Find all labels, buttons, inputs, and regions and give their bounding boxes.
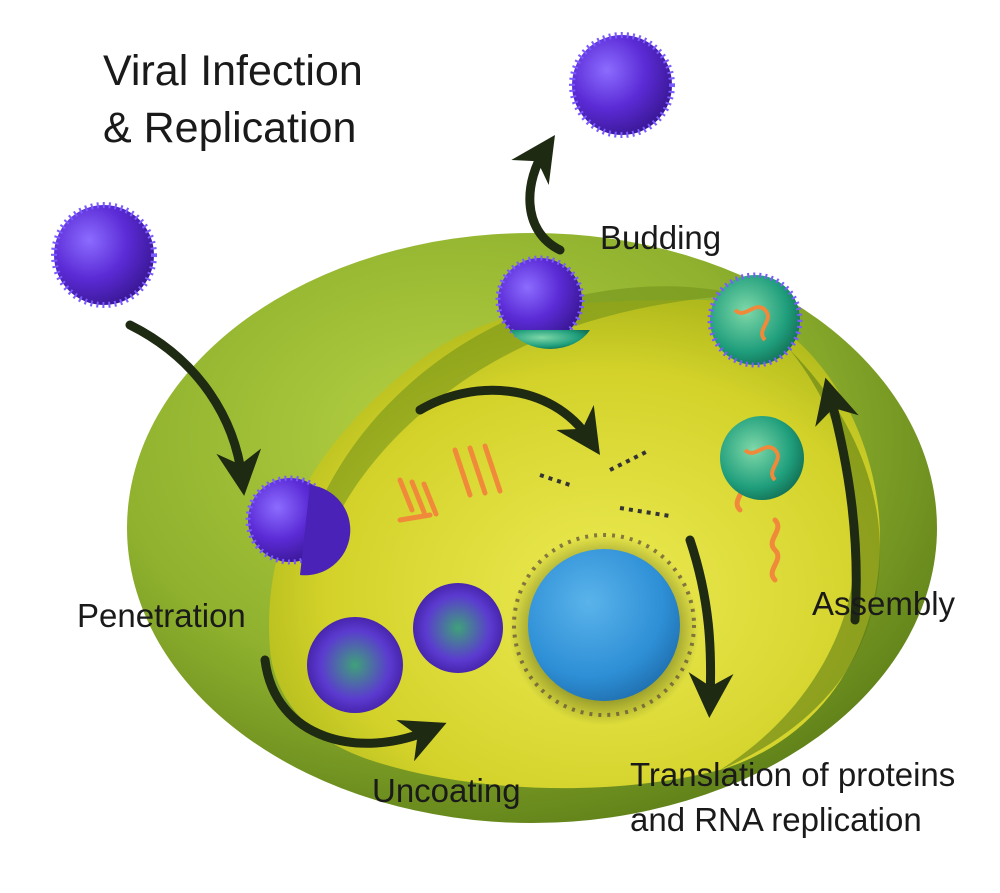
process-arrows: [125, 135, 861, 762]
process-arrow-icon: [685, 535, 734, 718]
virus-particle-icon: [495, 255, 590, 349]
stage-label-penetration: Penetration: [77, 597, 246, 634]
diagram-title-line-1: Viral Infection: [103, 47, 363, 95]
stage-label-uncoating: Uncoating: [372, 772, 521, 809]
process-arrow-icon: [125, 320, 262, 496]
virus-particle-icon: [245, 475, 351, 576]
stage-label-budding: Budding: [600, 219, 722, 256]
process-arrow-icon: [260, 655, 447, 762]
capsid-icon: [307, 617, 403, 713]
process-arrow-icon: [511, 135, 565, 255]
nucleus-icon: [509, 533, 699, 725]
rna-fragments: [539, 448, 671, 518]
process-arrow-icon: [415, 385, 600, 455]
stage-label-assembly: Assembly: [812, 585, 956, 622]
capsid-icon: [707, 272, 803, 368]
virus-particle-icon: [569, 32, 675, 138]
capsid-icon: [720, 416, 804, 500]
virus-particle-icon: [51, 202, 157, 308]
stage-label-translation: Translation of proteins and RNA replicat…: [630, 756, 956, 838]
diagram-title-line-2: & Replication: [103, 104, 357, 152]
capsid-icon: [413, 583, 503, 673]
process-arrow-icon: [815, 377, 861, 625]
